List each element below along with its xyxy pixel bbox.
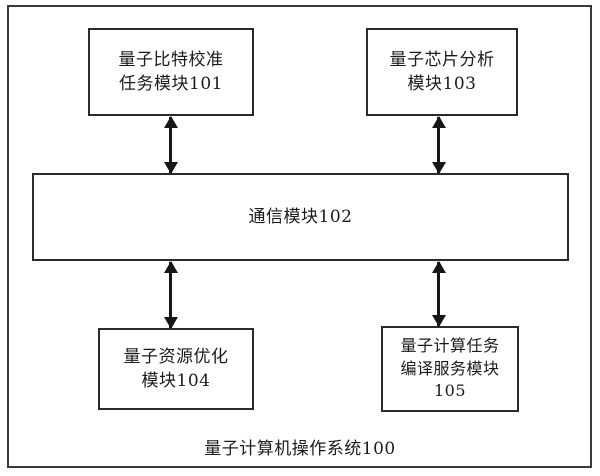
module-box-qubit-calibration: 量子比特校准 任务模块101 [88,28,254,116]
double-arrow-icon-communication-resource [169,262,172,328]
module-label-compile-service: 量子计算任务 编译服务模块 105 [400,335,500,401]
module-box-communication: 通信模块102 [32,173,569,261]
double-arrow-icon-chip-analysis-communication [437,117,440,173]
module-box-compile-service: 量子计算任务 编译服务模块 105 [381,326,519,412]
module-box-chip-analysis: 量子芯片分析 模块103 [366,28,518,116]
module-label-communication: 通信模块102 [248,206,353,227]
module-box-resource-optimization: 量子资源优化 模块104 [98,328,254,410]
double-arrow-icon-communication-compile [437,262,440,326]
page-border [7,5,592,468]
double-arrow-icon-calibration-communication [169,117,172,173]
module-label-qubit-calibration: 量子比特校准 任务模块101 [118,49,224,94]
system-caption: 量子计算机操作系统100 [204,439,396,459]
module-label-chip-analysis: 量子芯片分析 模块103 [389,49,495,94]
module-label-resource-optimization: 量子资源优化 模块104 [123,346,229,391]
